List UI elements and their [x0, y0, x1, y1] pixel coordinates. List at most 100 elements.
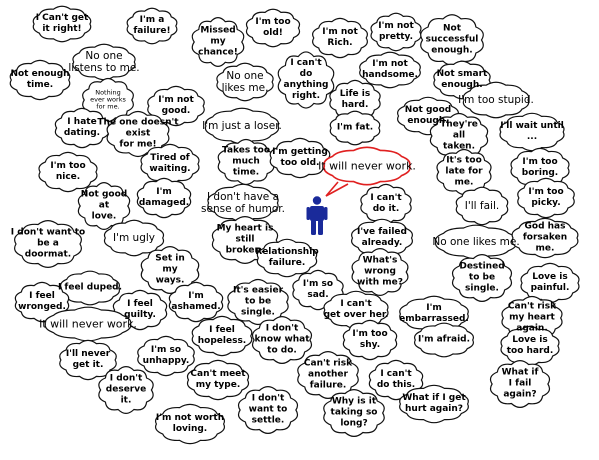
- thought-text: I'm afraid.: [417, 334, 471, 345]
- thought-text: Destined to be single.: [459, 261, 505, 294]
- thought-text: God has forsaken me.: [522, 221, 568, 254]
- thought-text: No one likes me.: [221, 70, 269, 94]
- highlight-cloud-tail: [325, 181, 349, 197]
- thought-cloud: [98, 366, 154, 414]
- thought-cloud: [44, 306, 132, 342]
- thought-text: I've failed already.: [357, 227, 407, 248]
- thought-text: The one doesn't exist for me!: [97, 117, 179, 150]
- thought-text: I'm too old!: [255, 17, 291, 38]
- thought-text: Missed my chance!: [198, 25, 238, 58]
- thought-text: I can't do it.: [370, 193, 402, 214]
- thought-text: I'm so sad.: [302, 279, 334, 300]
- thought-cloud: [277, 51, 335, 109]
- thought-text: Nothing ever works for me.: [90, 88, 126, 111]
- thought-cloud: [511, 217, 579, 259]
- thought-cloud: [216, 62, 274, 102]
- thought-text: No one likes me.: [432, 236, 520, 248]
- thought-text: I'm not good.: [158, 95, 194, 116]
- thought-text: It's too late for me.: [445, 155, 483, 188]
- thought-text: They're all taken.: [440, 119, 478, 152]
- thought-cloud: [455, 186, 509, 226]
- thought-text: I'm ashamed.: [171, 291, 221, 312]
- thought-text: I'll wait until ...: [500, 121, 564, 142]
- thought-text: I'll never get it.: [65, 349, 111, 370]
- thought-text: Love is painful.: [530, 272, 570, 293]
- thought-cloud: [217, 138, 275, 186]
- thought-text: Set in my ways.: [155, 253, 185, 286]
- thought-text: I'm too stupid.: [458, 94, 534, 106]
- thought-cloud: [351, 248, 409, 296]
- thought-text: I'm embarrassed.: [399, 303, 469, 324]
- thought-cloud: [500, 325, 560, 367]
- thought-cloud: [147, 85, 205, 127]
- thought-text: Can't meet my type.: [190, 369, 246, 390]
- thought-text: I can't do anything right.: [283, 58, 329, 101]
- thought-cloud: [342, 319, 398, 361]
- thought-cloud: [136, 177, 192, 219]
- thought-cloud: [329, 110, 381, 146]
- thought-cloud: [399, 384, 469, 424]
- thought-text: I feel hopeless.: [197, 325, 247, 346]
- thought-text: No one listens to me.: [68, 50, 140, 74]
- thought-cloud: [434, 224, 518, 260]
- thought-cloud: [462, 81, 530, 119]
- thought-cloud: [186, 359, 250, 401]
- thought-cloud: [269, 137, 331, 179]
- thought-text: I'm not worth loving.: [155, 413, 225, 434]
- thought-cloud: [154, 403, 226, 445]
- thought-text: I'm ugly: [113, 232, 155, 244]
- thought-text: I'm so unhappy.: [142, 345, 190, 366]
- thought-cloud: [245, 8, 301, 48]
- thought-text: I can't do this.: [376, 369, 416, 390]
- thought-text: I feel wronged.: [18, 291, 66, 312]
- thought-text: I'm getting too old.: [272, 147, 328, 168]
- thought-cloud: [251, 316, 313, 364]
- thought-text: I feel guilty.: [124, 299, 156, 320]
- thought-text: I hate dating.: [63, 117, 101, 138]
- thought-cloud: [489, 360, 551, 408]
- thought-cloud: [191, 315, 253, 357]
- thought-text: I don't want to settle.: [248, 393, 288, 426]
- thought-text: What if I fail again?: [501, 367, 539, 400]
- thought-text: Not good at love.: [80, 189, 128, 222]
- thought-text: Not successful enough.: [425, 23, 479, 56]
- thought-text: I'm a failure!: [133, 15, 171, 36]
- thought-text: I feel duped.: [57, 282, 123, 293]
- thought-cloud: [370, 12, 422, 52]
- thought-text: Relationship failure.: [255, 247, 319, 268]
- thought-text: It will never work.: [318, 159, 416, 173]
- thought-cloud: [420, 14, 484, 66]
- thought-text: What if I get hurt again?: [402, 393, 466, 414]
- thought-text: Tired of waiting.: [149, 153, 191, 174]
- thought-cloud: [14, 220, 82, 268]
- thought-cloud: [323, 146, 411, 186]
- thought-cloud: [54, 107, 110, 149]
- thought-cloud: [103, 219, 165, 257]
- thought-text: Not smart enough.: [436, 69, 488, 90]
- thought-cloud: [312, 17, 368, 59]
- thought-text: I Can't get it right!: [35, 13, 89, 34]
- thought-text: I'm too boring.: [521, 157, 559, 178]
- thought-text: Life is hard.: [339, 89, 371, 110]
- thought-text: Can't risk another failure.: [303, 358, 353, 391]
- thought-cloud: [38, 151, 98, 193]
- thought-text: I'm not handsome.: [362, 59, 418, 80]
- thought-cloud: [32, 5, 92, 43]
- thought-text: I'm too shy.: [352, 329, 388, 350]
- thought-cloud: [59, 339, 117, 381]
- thought-text: Why is it taking so long?: [330, 396, 378, 429]
- thought-cloud: [413, 322, 475, 358]
- thought-text: I'm just a loser.: [202, 120, 282, 132]
- thought-cloud: [517, 177, 575, 219]
- thought-text: It will never work.: [39, 317, 137, 331]
- thought-cloud: [237, 386, 299, 434]
- thought-text: I'm too picky.: [528, 187, 564, 208]
- person-icon: [306, 196, 328, 235]
- thought-text: I don't have a sense of humor.: [201, 191, 285, 215]
- thought-cloud: [323, 389, 385, 437]
- thought-text: Not good enough.: [404, 105, 452, 126]
- thought-cloud: [9, 59, 71, 101]
- thought-text: Can't risk my heart again.: [507, 301, 557, 334]
